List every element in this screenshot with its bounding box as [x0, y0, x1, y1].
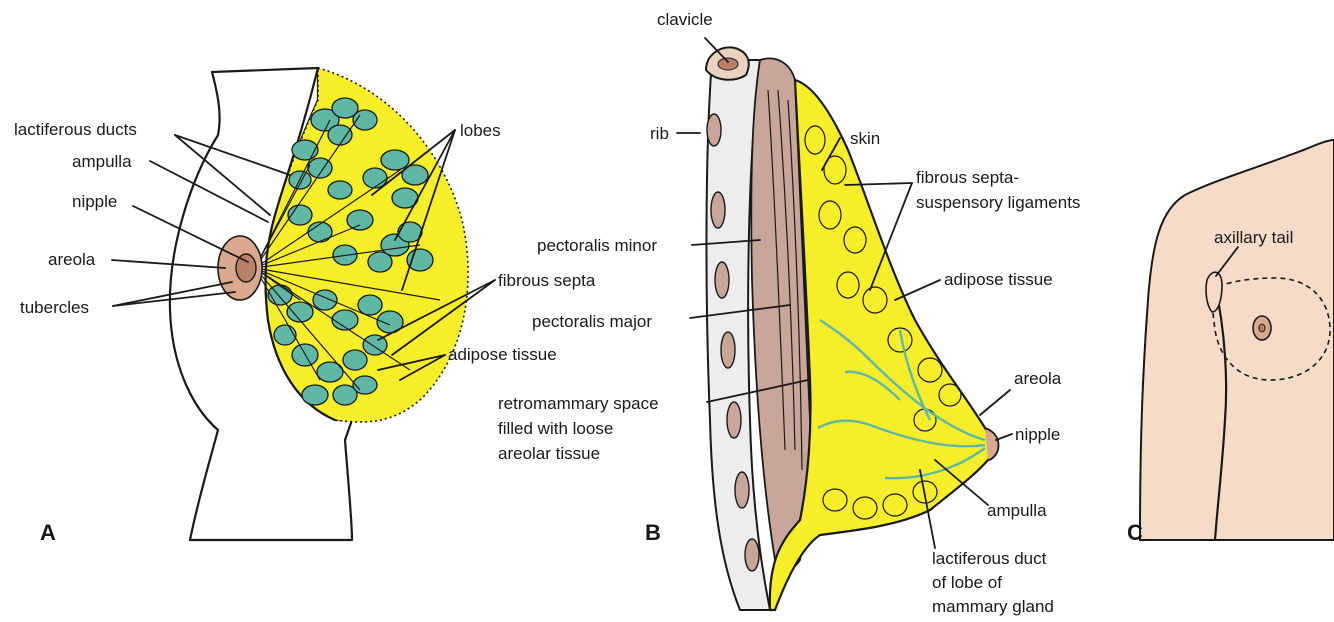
label-b-skin: skin: [850, 129, 880, 148]
label-a-fibrous-septa: fibrous septa: [498, 271, 596, 290]
label-a-adipose-tissue: adipose tissue: [448, 345, 557, 364]
label-b-rib: rib: [650, 124, 669, 143]
label-b-pectoralis-major: pectoralis major: [532, 312, 652, 331]
label-b-fibrous-septa-2: suspensory ligaments: [916, 193, 1080, 212]
label-b-pectoralis-minor: pectoralis minor: [537, 236, 657, 255]
label-b-fibrous-septa-1: fibrous septa-: [916, 168, 1019, 187]
label-b-areola: areola: [1014, 369, 1062, 388]
label-b-retromammary-2: filled with loose: [498, 419, 613, 438]
label-b-lactiferous-duct-1: lactiferous duct: [932, 549, 1047, 568]
panel-c: axillary tail C: [1127, 140, 1334, 545]
label-b-retromammary-3: areolar tissue: [498, 444, 600, 463]
label-b-lactiferous-duct-3: mammary gland: [932, 597, 1054, 616]
label-b-lactiferous-duct-2: of lobe of: [932, 573, 1002, 592]
panel-b: clavicle rib skin fibrous septa- suspens…: [498, 10, 1080, 616]
clavicle-shape: [706, 47, 749, 79]
label-b-clavicle: clavicle: [657, 10, 713, 29]
label-a-lactiferous-ducts: lactiferous ducts: [14, 120, 137, 139]
label-a-ampulla: ampulla: [72, 152, 132, 171]
label-b-ampulla: ampulla: [987, 501, 1047, 520]
label-b-adipose-tissue: adipose tissue: [944, 270, 1053, 289]
panel-letter-a: A: [40, 520, 56, 545]
panel-c-torso: [1140, 140, 1334, 540]
label-b-nipple: nipple: [1015, 425, 1060, 444]
label-a-areola: areola: [48, 250, 96, 269]
panel-letter-b: B: [645, 520, 661, 545]
label-a-tubercles: tubercles: [20, 298, 89, 317]
panel-c-nipple: [1259, 324, 1265, 332]
label-c-axillary-tail: axillary tail: [1214, 228, 1293, 247]
label-a-nipple: nipple: [72, 192, 117, 211]
panel-letter-c: C: [1127, 520, 1143, 545]
label-a-lobes: lobes: [460, 121, 501, 140]
panel-a: lactiferous ducts ampulla nipple areola …: [14, 68, 596, 545]
label-b-retromammary-1: retromammary space: [498, 394, 659, 413]
